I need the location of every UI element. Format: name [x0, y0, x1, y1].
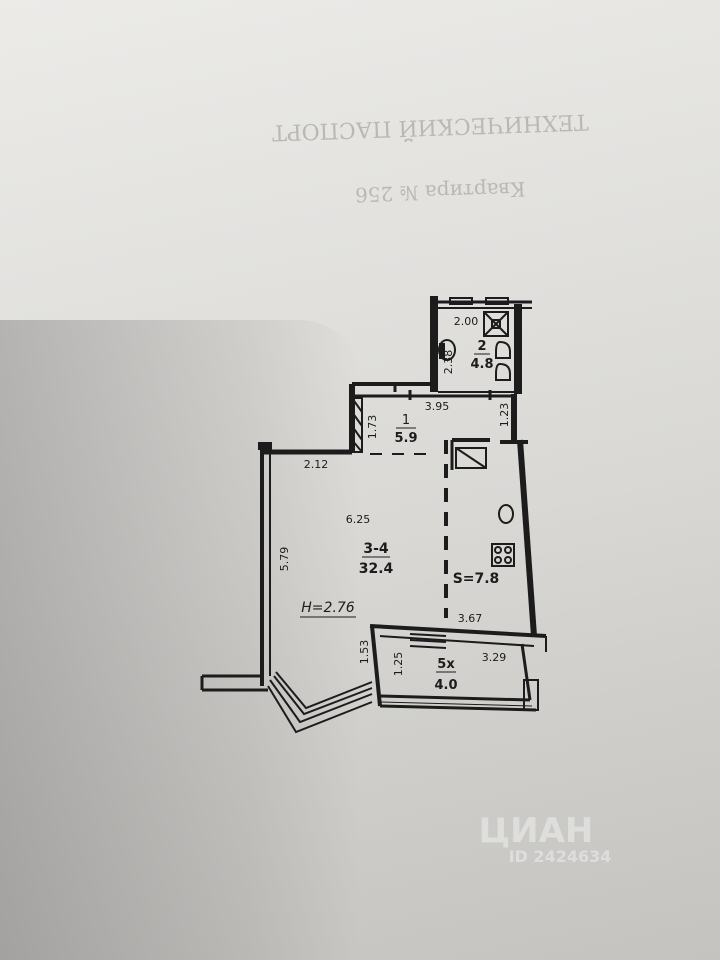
room-2-area: 4.8 [470, 357, 493, 372]
wardrobe [351, 397, 363, 453]
walls [200, 296, 547, 734]
dim-hall-left: 1.73 [366, 415, 379, 440]
dim-hall-right: 1.23 [498, 403, 511, 428]
dim-living-width: 6.25 [346, 513, 371, 526]
room-5x-number: 5х [437, 657, 455, 672]
ghost-subtitle: Квартира № 256 [355, 177, 526, 207]
room-3-4-number: 3-4 [363, 541, 389, 557]
room-5x-area: 4.0 [434, 678, 457, 693]
room-labels: 2 4.8 1 5.9 3-4 32.4 S=7.8 5х 4.0 H=2.76 [300, 339, 499, 693]
dim-living-top: 2.12 [304, 458, 329, 471]
dim-hall-width: 3.95 [425, 400, 450, 413]
dimension-labels: 2.00 2.38 3.95 1.73 1.23 2.12 6.25 5.79 … [278, 315, 511, 676]
dim-bay-depth: 1.53 [358, 640, 371, 665]
ghost-title: ТЕХНИЧЕСКИЙ ПАСПОРТ [271, 108, 589, 147]
room-1-area: 5.9 [394, 431, 417, 446]
dim-kitchen-width: 3.67 [458, 612, 483, 625]
dim-bath-height: 2.38 [442, 350, 455, 375]
ceiling-height: H=2.76 [301, 600, 355, 616]
watermark-id: ID 2424634 [509, 847, 612, 866]
dim-balcony-width: 3.29 [482, 651, 507, 664]
kitchen-area: S=7.8 [453, 571, 500, 587]
photo-shadow [0, 320, 360, 960]
dim-living-height: 5.79 [278, 547, 291, 572]
room-1-number: 1 [402, 413, 410, 428]
room-2-number: 2 [477, 339, 486, 354]
room-3-4-area: 32.4 [359, 561, 394, 577]
cian-watermark: ЦИАН ID 2424634 [479, 811, 612, 866]
dim-bath-width: 2.00 [454, 315, 479, 328]
watermark-brand: ЦИАН [479, 811, 594, 851]
bathroom-fixtures [438, 297, 511, 381]
kitchen-fixtures [455, 447, 515, 567]
dim-balcony-depth: 1.25 [392, 652, 405, 677]
